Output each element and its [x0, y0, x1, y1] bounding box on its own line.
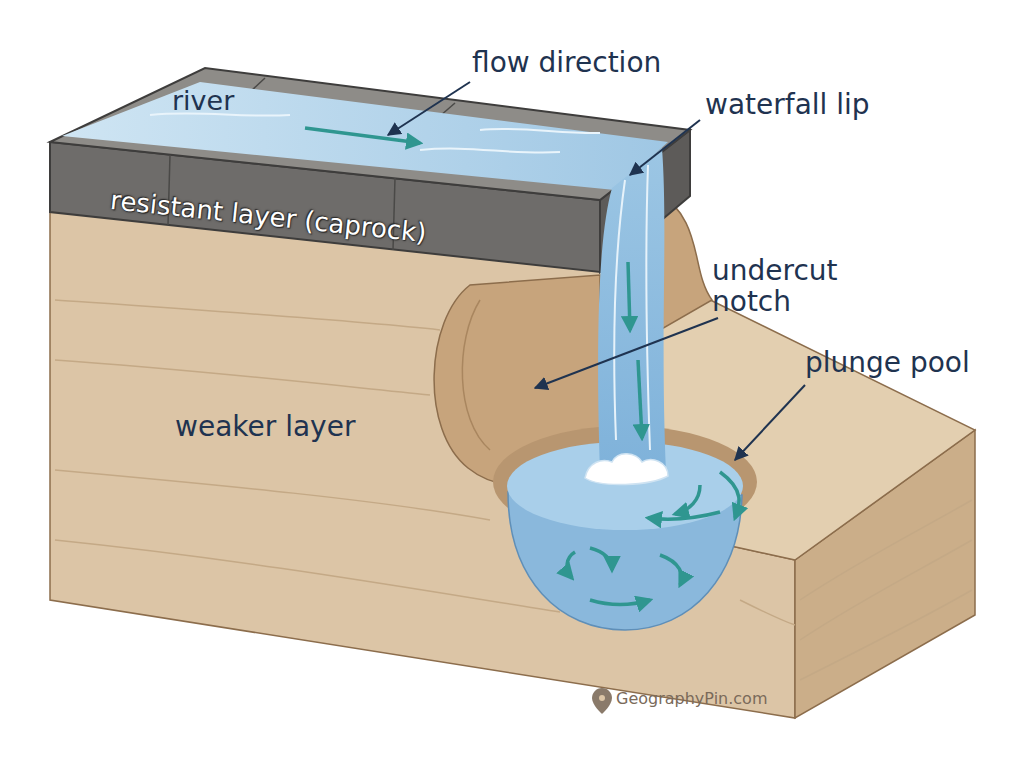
flow-arrow — [648, 512, 720, 519]
streak — [646, 165, 650, 450]
watermark-pin — [592, 688, 612, 714]
flow-arrow — [567, 552, 575, 578]
part-label: plunge pool — [805, 348, 970, 379]
strata-line — [55, 360, 430, 395]
notch-shading — [462, 300, 490, 450]
leader-line — [388, 82, 470, 135]
flow-arrow — [675, 485, 700, 514]
watermark: GeographyPin.com — [616, 690, 767, 708]
strata-line — [55, 300, 440, 330]
flow-arrow — [628, 262, 630, 330]
ripple — [480, 129, 600, 133]
watermark-pin-dot — [599, 695, 605, 701]
strata-line — [800, 540, 972, 640]
part-label: weaker layer — [175, 412, 355, 443]
strata-line — [740, 600, 795, 625]
strata-line — [800, 590, 972, 680]
waterfall-streaks — [614, 165, 650, 450]
flow-arrow — [590, 548, 612, 570]
flow-arrows — [305, 128, 739, 605]
flow-arrow — [720, 472, 739, 518]
flow-arrow — [660, 555, 682, 585]
part-label: waterfall lip — [705, 90, 870, 121]
part-label: flow direction — [472, 48, 661, 79]
flow-arrow — [305, 128, 420, 143]
leader-line — [735, 385, 805, 460]
foam — [585, 454, 668, 485]
river-ripples — [150, 113, 600, 152]
waterfall — [598, 148, 666, 472]
leader-line — [535, 318, 718, 388]
part-label: undercut notch — [712, 256, 862, 318]
part-label: resistant layer (caprock) — [109, 186, 428, 248]
flow-arrow — [590, 600, 650, 605]
leader-line — [630, 120, 700, 175]
strata-line — [800, 500, 972, 600]
strata-line — [55, 470, 490, 520]
river-surface — [62, 82, 668, 190]
part-label: river — [172, 86, 234, 116]
flow-arrow — [638, 360, 642, 438]
streak — [614, 180, 625, 440]
strata-line — [55, 540, 560, 612]
plunge-pool-surface — [507, 442, 743, 530]
ripple — [420, 149, 560, 153]
caprock-top — [50, 68, 690, 200]
